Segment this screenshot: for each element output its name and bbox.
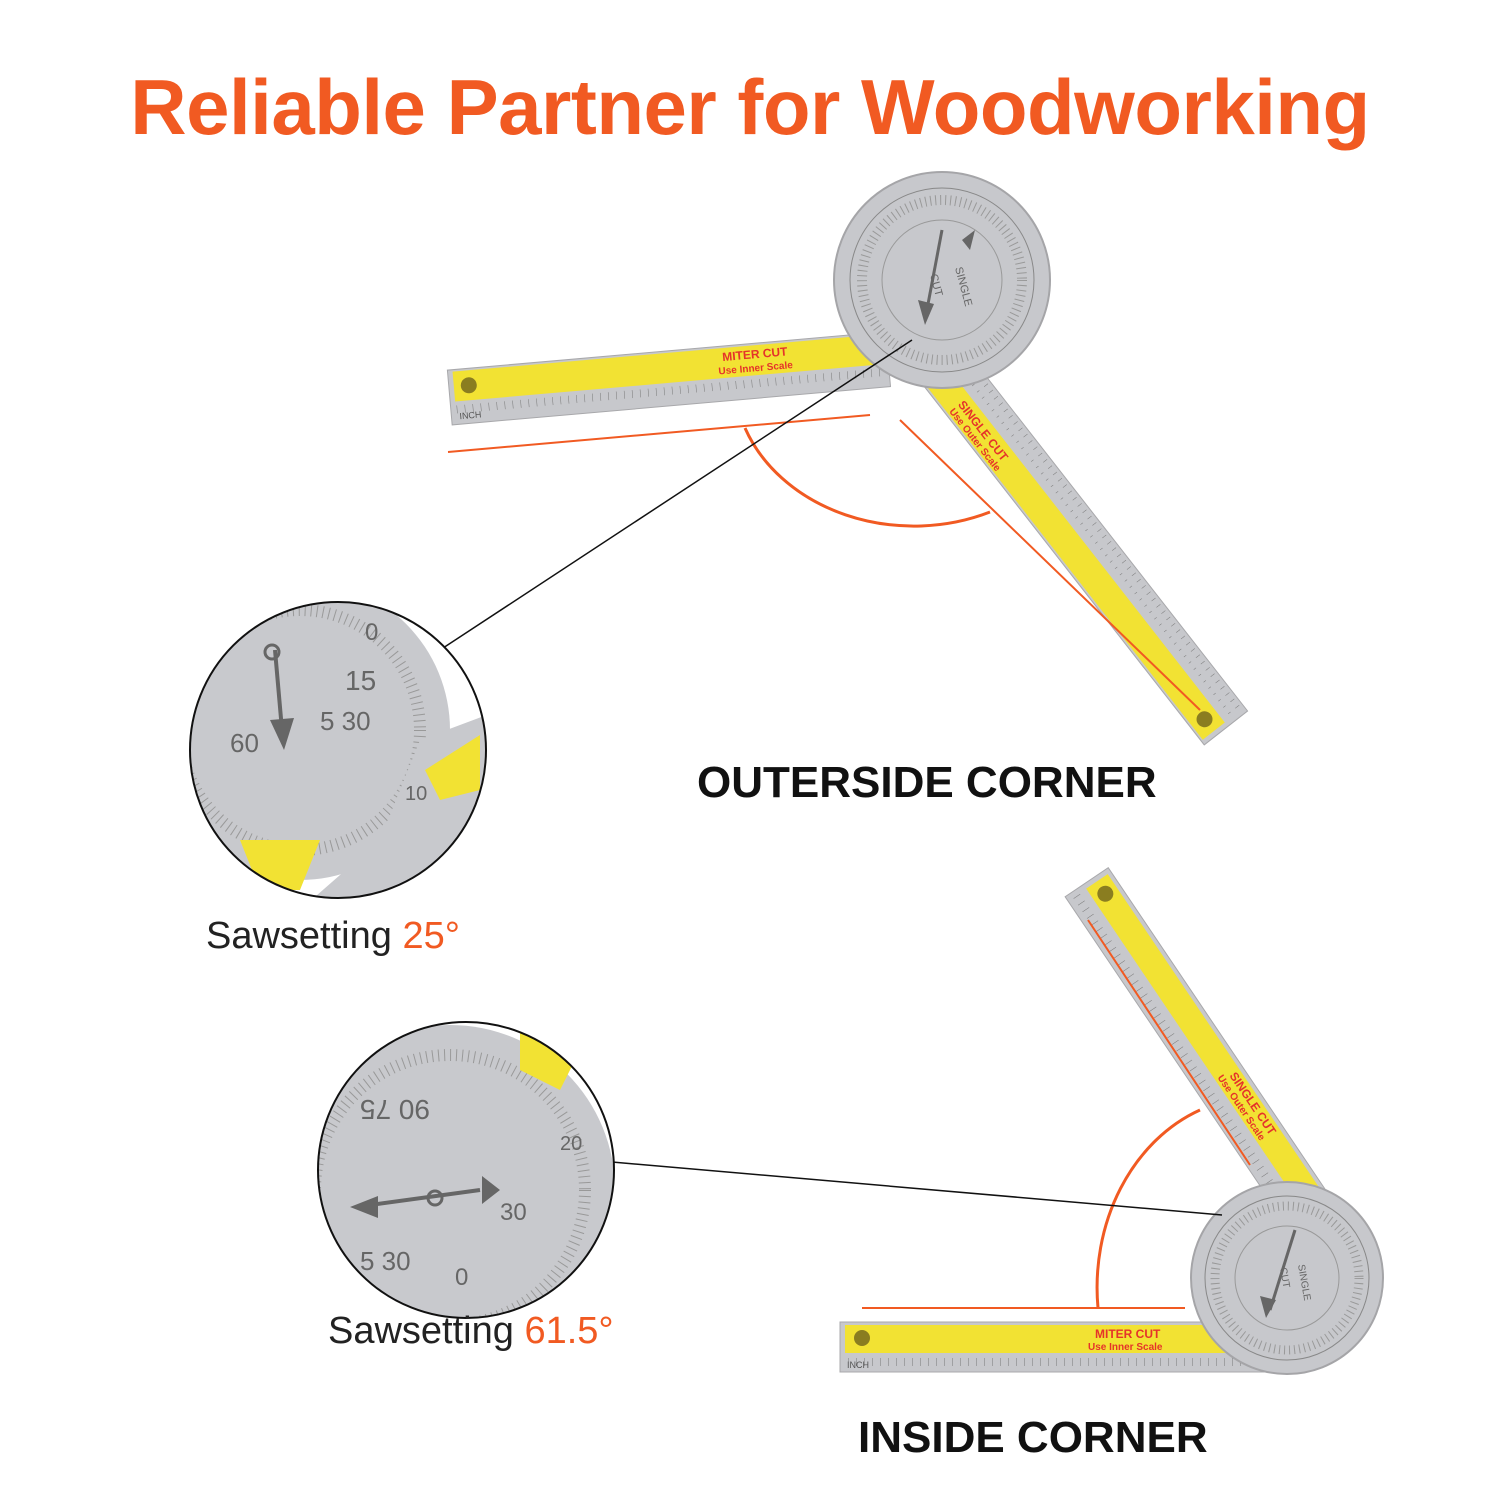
outside-miter-label: MITER CUT xyxy=(722,344,789,364)
inside-inch-label: INCH xyxy=(847,1360,869,1370)
zoom-b-num-0: 0 xyxy=(455,1264,468,1291)
page-title: Reliable Partner for Woodworking xyxy=(130,63,1370,151)
zoom-a-num-30: 5 30 xyxy=(320,706,371,736)
zoom-b-num-30b: 30 xyxy=(500,1199,527,1226)
zoom-a-num-60: 60 xyxy=(230,728,259,758)
inside-inner-label: Use Inner Scale xyxy=(1088,1342,1163,1353)
inside-zoom-detail: 90 75 5 30 0 30 20 xyxy=(317,1021,615,1319)
outside-saw-value: 25° xyxy=(402,915,460,957)
inside-saw-value: 61.5° xyxy=(524,1310,614,1352)
inside-sawsetting-label: Sawsetting 61.5° xyxy=(328,1310,614,1353)
zoom-a-num-0: 0 xyxy=(365,619,378,646)
outside-sawsetting-label: Sawsetting 25° xyxy=(206,915,460,958)
outside-protractor-tool: MITER CUT Use Inner Scale INCH SINGLE CU… xyxy=(446,171,1249,746)
zoom-a-num-15: 15 xyxy=(345,665,376,696)
inside-protractor-head: CUT SINGLE xyxy=(1190,1181,1384,1375)
zoom-a-num-10: 10 xyxy=(405,783,427,805)
outside-diagonal-arm: SINGLE CUT Use Outer Scale xyxy=(908,332,1249,746)
outside-protractor-head: CUT SINGLE xyxy=(833,171,1051,389)
inside-corner-label: INSIDE CORNER xyxy=(858,1413,1208,1462)
zoom-b-num-90: 90 75 xyxy=(360,1094,430,1125)
outside-leader-line xyxy=(439,339,913,651)
inside-cut-text: CUT xyxy=(1277,1267,1291,1289)
outside-zoom-detail: 15 0 60 5 30 10 xyxy=(189,601,487,899)
outside-corner-label: OUTERSIDE CORNER xyxy=(697,758,1157,807)
inside-angle-marker xyxy=(862,919,1251,1309)
outside-left-arm: MITER CUT Use Inner Scale INCH xyxy=(446,331,892,426)
inside-saw-prefix: Sawsetting xyxy=(328,1310,514,1352)
zoom-b-num-30: 5 30 xyxy=(360,1246,411,1276)
outside-saw-prefix: Sawsetting xyxy=(206,915,392,957)
inside-diagonal-arm: SINGLE CUT Use Outer Scale xyxy=(1064,867,1350,1254)
inside-left-arm: MITER CUT Use Inner Scale INCH xyxy=(839,1321,1271,1373)
outside-inch-label: INCH xyxy=(459,409,482,421)
outside-cut-text: CUT xyxy=(927,273,945,298)
zoom-b-num-20: 20 xyxy=(560,1133,582,1155)
outside-angle-marker xyxy=(447,414,1201,711)
inside-leader-line xyxy=(611,1161,1223,1216)
inside-protractor-tool: MITER CUT Use Inner Scale INCH SINGLE CU… xyxy=(839,867,1384,1375)
inside-miter-label: MITER CUT xyxy=(1095,1327,1161,1341)
